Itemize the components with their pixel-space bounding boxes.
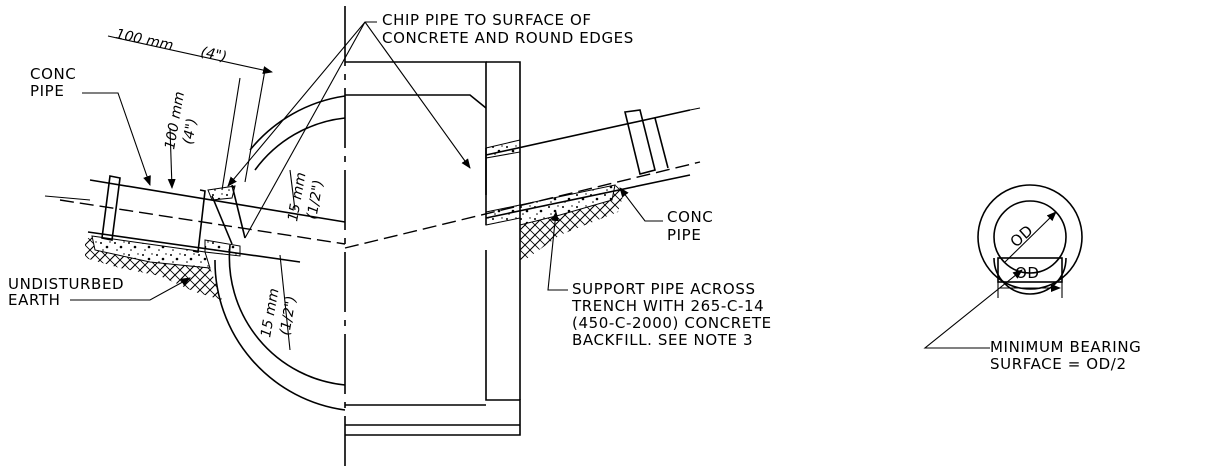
manhole-wall-right-step [486,61,521,400]
od-circle-label: OD [1007,221,1037,251]
right-grout-bottom [485,204,521,226]
dim-gap-lower-in: (1/2") [277,295,300,337]
support-label-line4: BACKFILL. SEE NOTE 3 [572,331,753,349]
left-pipe-extension [44,195,91,201]
dim-gap-upper-in: (1/2") [304,179,327,221]
barrel-outer-arc-top [249,95,346,151]
barrel-inner-arc-top [254,117,346,171]
left-grout-bottom [204,239,241,257]
chip-leader-right [364,21,471,169]
conc-pipe-right-label-line2: PIPE [667,226,701,244]
support-label-line1: SUPPORT PIPE ACROSS [572,280,756,298]
dim-top-extension [221,77,241,191]
bearing-detail [923,184,1083,349]
bearing-outer-circle [977,184,1083,290]
undisturbed-label-line1: UNDISTURBED [8,275,124,293]
bearing-leader [923,269,1023,349]
conc-pipe-left-label-line2: PIPE [30,82,64,100]
right-pipe-joint-line [654,117,669,169]
manhole-wall [345,61,521,436]
left-grout-top [207,185,236,201]
dim-top-extension-2 [244,69,266,183]
dimension-lines [107,35,296,351]
right-undisturbed-earth-hatch [520,185,625,260]
od-dim-line [1004,211,1057,263]
undisturbed-label-line2: EARTH [8,291,61,309]
conc-pipe-right-leader [619,187,663,222]
manhole-structure [344,6,521,466]
dim-top-line [107,35,273,74]
chip-leader-left [227,21,377,187]
dim-gap-upper-line [289,169,296,211]
barrel-inner-arc-bottom [228,244,346,386]
right-pipe-extension [689,107,701,111]
dim-top-length-mm: 100 mm [114,26,175,54]
dim-gap-lower-line [279,254,291,351]
left-pipe-centerline [59,199,346,245]
conc-pipe-left-label-line1: CONC [30,65,76,83]
bearing-arc-overlay [993,257,1067,295]
bearing-base-block [997,257,1063,283]
conc-pipe-left-leader [82,92,151,186]
support-leader [547,211,568,291]
dim-vertical-line [167,127,176,189]
bearing-inner-circle [993,200,1067,274]
bearing-label-line1: MINIMUM BEARING [990,338,1141,356]
left-pipe-bottom-edge [87,231,301,263]
barrel-outline [214,95,346,411]
undisturbed-leader [70,277,191,301]
dim-vertical-length-in: (4") [180,117,200,146]
chip-pipe-label-line1: CHIP PIPE TO SURFACE OF [382,11,592,29]
conc-pipe-right-label-line1: CONC [667,208,713,226]
right-grout-top [485,139,521,159]
bearing-label-line2: SURFACE = OD/2 [990,355,1127,373]
left-pipe-end-cut-1 [211,195,233,245]
support-label-line2: TRENCH WITH 265-C-14 [571,297,764,315]
chip-leader-middle [244,21,366,239]
od-base-label: OD [1015,264,1040,282]
right-pipe [344,107,701,260]
leader-lines [70,21,663,301]
dim-top-length-in: (4") [199,44,228,65]
manhole-inner-ledge [345,94,487,109]
support-label-line3: (450-C-2000) CONCRETE [572,314,772,332]
left-pipe-end-cut-2 [231,184,246,239]
left-pipe-top-edge [89,179,346,223]
chip-pipe-label-line2: CONCRETE AND ROUND EDGES [382,29,634,47]
right-pipe-bell-joint [624,109,656,175]
